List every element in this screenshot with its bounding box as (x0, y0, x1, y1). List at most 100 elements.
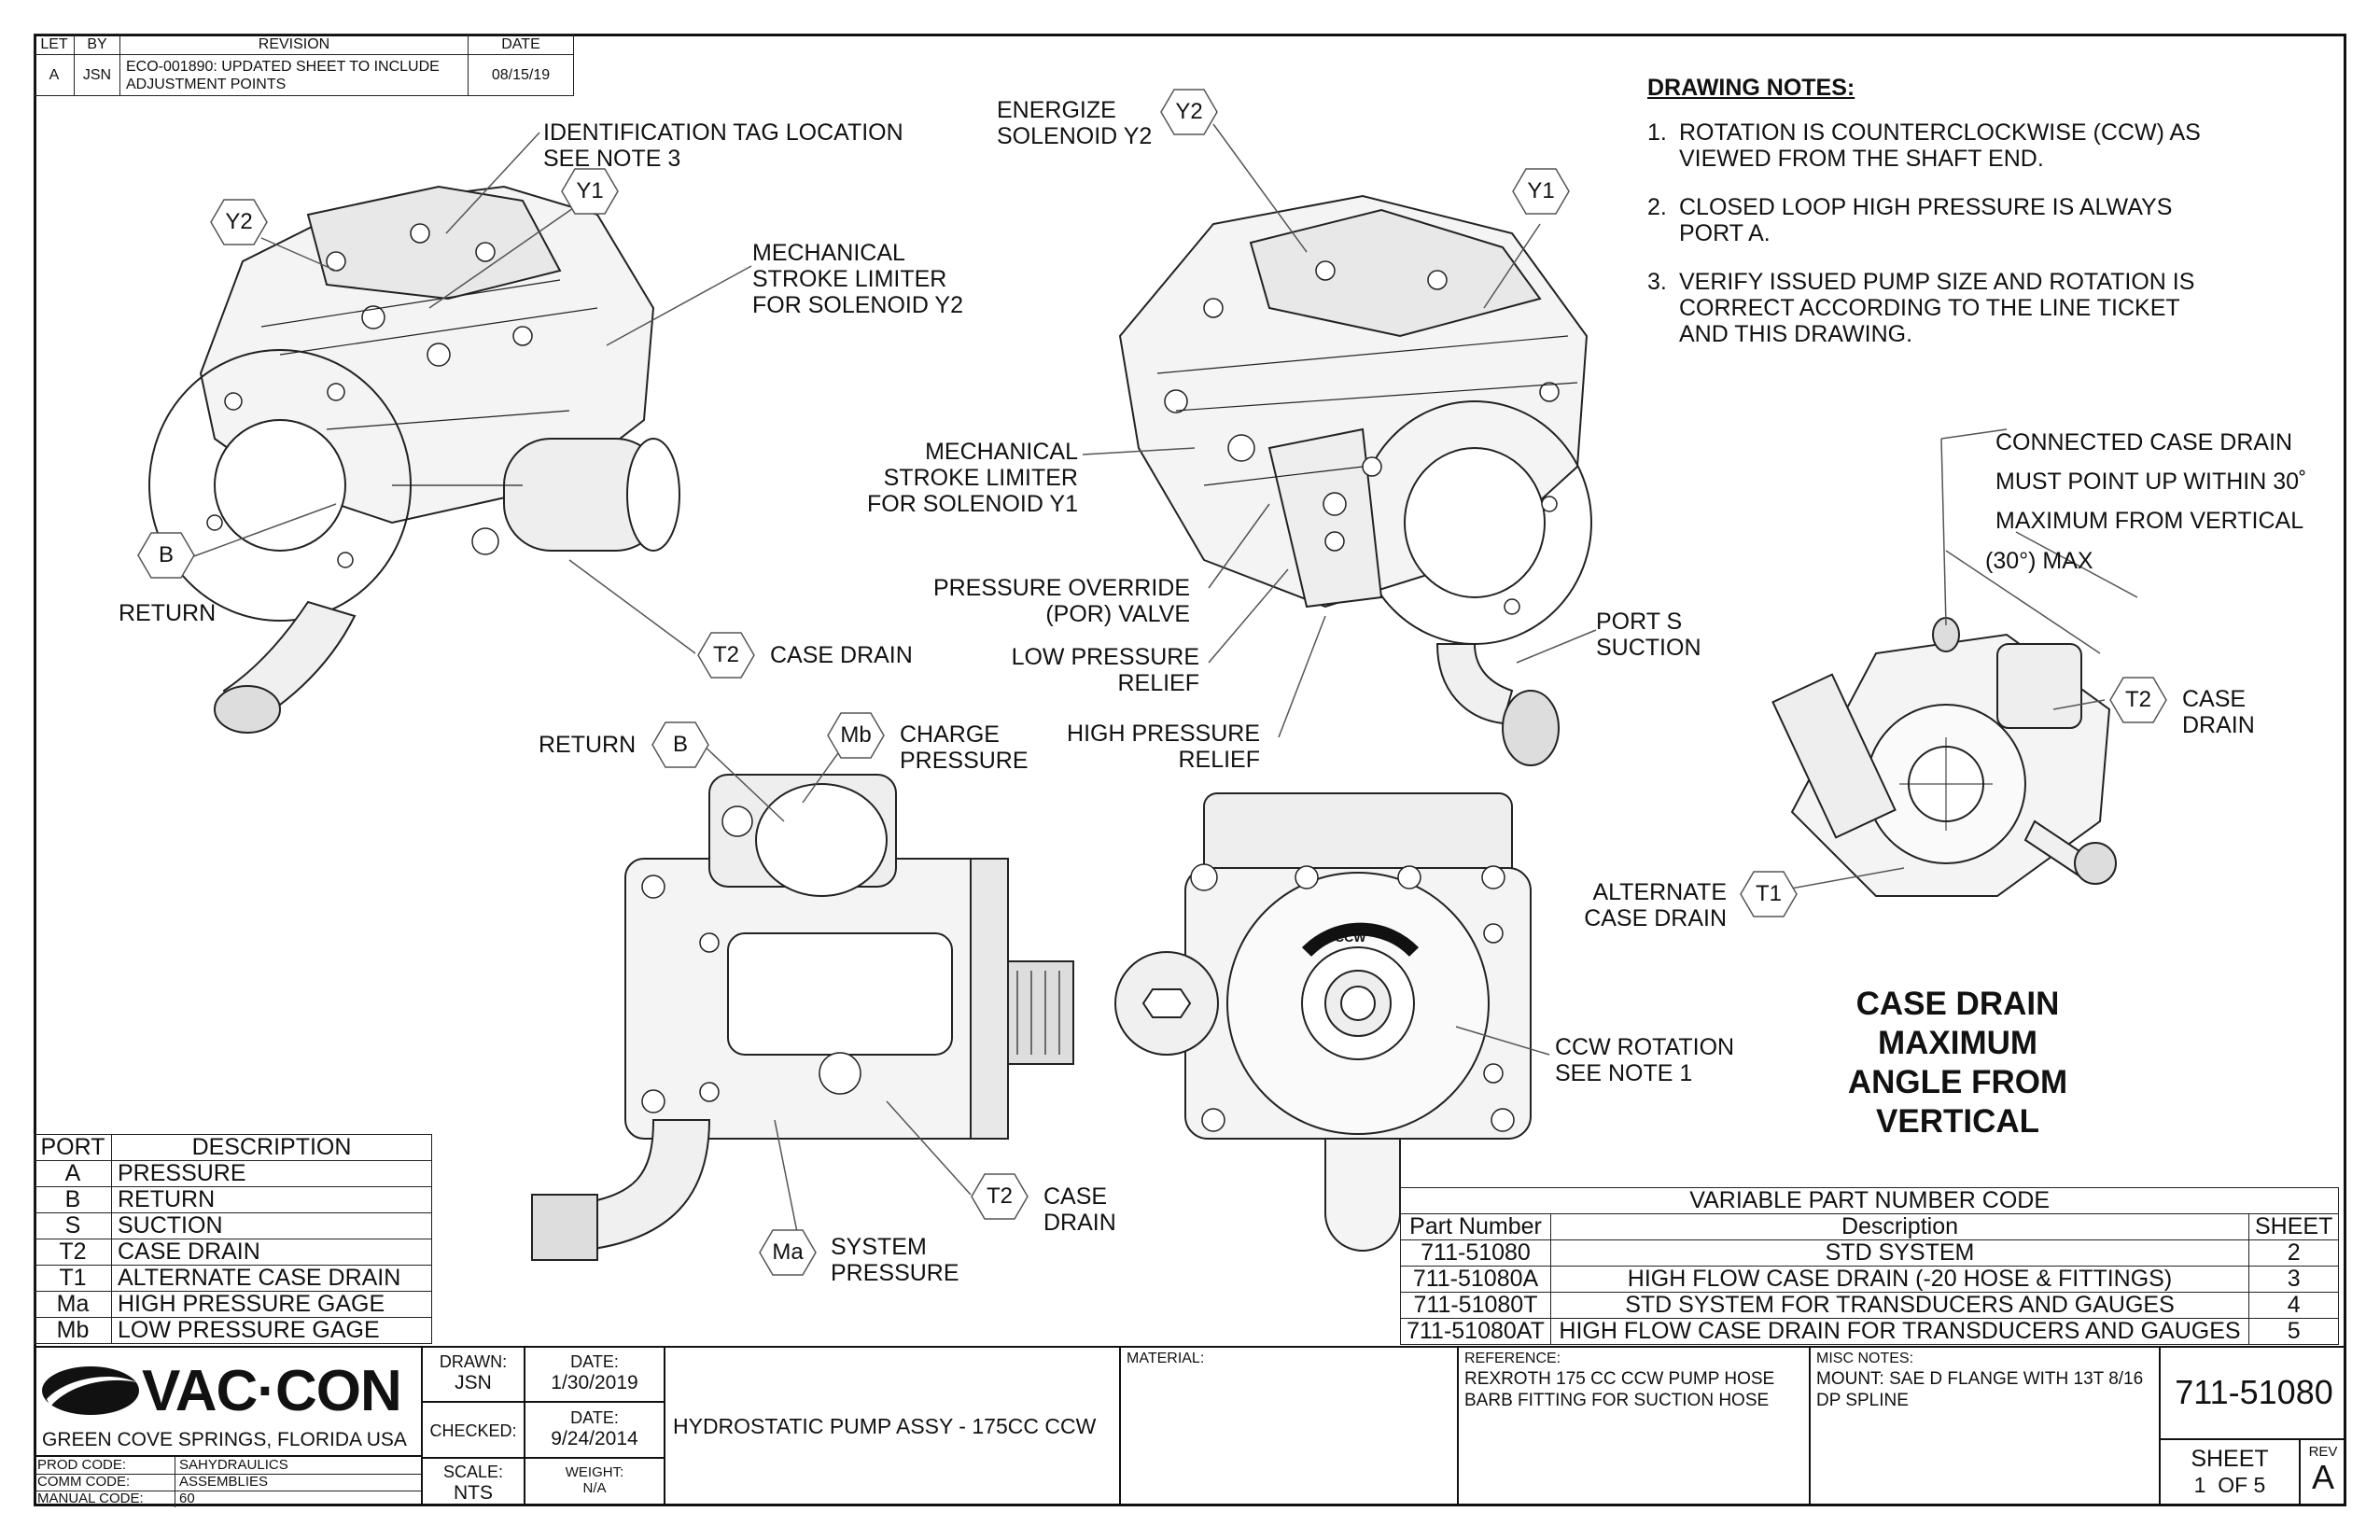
description-header: DESCRIPTION (111, 1134, 432, 1161)
reference-line-1: REXROTH 175 CC CCW PUMP HOSE (1464, 1369, 1775, 1389)
tag-b-left: B (137, 532, 195, 579)
manual-code-label: MANUAL CODE: (37, 1491, 144, 1506)
rev-label: REV (2308, 1444, 2338, 1460)
pump-side-view (531, 774, 1074, 1261)
leader-lines (190, 123, 2138, 1261)
drawn-cell: DRAWN:JSN (422, 1346, 525, 1402)
rev-header-by: BY (74, 34, 120, 55)
scale-value: NTS (454, 1482, 493, 1504)
rev-by: JSN (74, 54, 120, 96)
misc-notes-cell: MISC NOTES: MOUNT: SAE D FLANGE WITH 13T… (1810, 1346, 2160, 1506)
tag-ma: Ma (759, 1229, 817, 1276)
note-text: CLOSED LOOP HIGH PRESSURE IS ALWAYS PORT… (1679, 194, 2173, 246)
tag-y1-left: Y1 (561, 168, 619, 215)
rev-value: A (2311, 1458, 2334, 1496)
sheet-label: SHEET (2191, 1446, 2269, 1472)
tag-t1: T1 (1740, 871, 1798, 917)
pump-front-view (1114, 792, 1532, 1252)
tag-t2-bottom: T2 (971, 1173, 1029, 1220)
tag-t2-left: T2 (697, 632, 755, 679)
port-header: PORT (34, 1134, 112, 1161)
part-number-cell: 711-51080 (2160, 1346, 2346, 1439)
checked-cell: CHECKED: (422, 1402, 525, 1458)
reference-cell: REFERENCE: REXROTH 175 CC CCW PUMP HOSE … (1458, 1346, 1810, 1506)
weight-value: N/A (582, 1480, 607, 1496)
codes-cell: PROD CODE: SAHYDRAULICS COMM CODE: ASSEM… (34, 1456, 423, 1507)
misc-notes-line-2: DP SPLINE (1816, 1391, 1909, 1410)
note-number: 3. (1647, 269, 1667, 295)
reference-line-2: BARB FITTING FOR SUCTION HOSE (1464, 1391, 1770, 1410)
variable-table-title: VARIABLE PART NUMBER CODE (1399, 1187, 2340, 1214)
note-text: ROTATION IS COUNTERCLOCKWISE (CCW) AS VI… (1679, 119, 2201, 172)
note-item: 2. CLOSED LOOP HIGH PRESSURE IS ALWAYS P… (1647, 194, 2245, 246)
comm-code-value: ASSEMBLIES (179, 1474, 269, 1490)
comm-code-label: COMM CODE: (37, 1474, 131, 1490)
prod-code-label: PROD CODE: (37, 1457, 127, 1473)
material-cell: MATERIAL: (1120, 1346, 1458, 1506)
note-item: 1. ROTATION IS COUNTERCLOCKWISE (CCW) AS… (1647, 119, 2245, 172)
misc-notes-line-1: MOUNT: SAE D FLANGE WITH 13T 8/16 (1816, 1369, 2144, 1389)
return-label-bottom: RETURN (539, 732, 637, 758)
part-number: 711-51080 (2175, 1373, 2333, 1411)
company-logo: VAC·CON (142, 1359, 402, 1423)
sheet-cell: SHEET 1 OF 5 (2160, 1439, 2300, 1506)
revision-table: LET BY REVISION DATE A JSN ECO-001890: U… (34, 34, 574, 96)
prod-code-value: SAHYDRAULICS (179, 1457, 288, 1473)
drawing-title: HYDROSTATIC PUMP ASSY - 175CC CCW (673, 1414, 1097, 1438)
rev-cell: REV A (2300, 1439, 2346, 1506)
drawing-notes: DRAWING NOTES: 1. ROTATION IS COUNTERCLO… (1647, 75, 2245, 370)
max-angle-label: (30°) MAX (1985, 548, 2093, 574)
pump-isometric-center (1118, 194, 1592, 766)
tag-t2-right: T2 (2109, 677, 2167, 723)
weight-cell: WEIGHT:N/A (525, 1458, 665, 1506)
drawing-notes-title: DRAWING NOTES: (1647, 75, 1855, 101)
checked-date-cell: DATE:9/24/2014 (525, 1402, 665, 1458)
vaccon-swoosh-icon (42, 1366, 139, 1415)
note-number: 1. (1647, 119, 1667, 146)
note-text: VERIFY ISSUED PUMP SIZE AND ROTATION IS … (1679, 269, 2195, 347)
tag-mb: Mb (827, 712, 885, 759)
variable-part-number-table: VARIABLE PART NUMBER CODE Part Number De… (1399, 1187, 2340, 1345)
pump-tilted-view (1771, 617, 2117, 897)
drawing-title-cell: HYDROSTATIC PUMP ASSY - 175CC CCW (665, 1346, 1120, 1506)
sheet-header: SHEET (2247, 1213, 2340, 1240)
company-location: GREEN COVE SPRINGS, FLORIDA USA (42, 1429, 407, 1450)
tag-y2-center: Y2 (1160, 89, 1218, 135)
manual-code-value: 60 (179, 1491, 195, 1506)
part-number-header: Part Number (1400, 1213, 1551, 1240)
note-item: 3. VERIFY ISSUED PUMP SIZE AND ROTATION … (1647, 269, 2245, 347)
drawn-date: 1/30/2019 (551, 1372, 638, 1393)
drawn-date-cell: DATE:1/30/2019 (525, 1346, 665, 1402)
checked-date: 9/24/2014 (551, 1428, 638, 1449)
ccw-arrow-label: CCW (1335, 930, 1366, 945)
tag-y2-left: Y2 (210, 199, 268, 245)
scale-cell: SCALE:NTS (422, 1458, 525, 1506)
case-drain-label-left: CASE DRAIN (770, 642, 913, 668)
por-valve-label: PRESSURE OVERRIDE(POR) VALVE (932, 575, 1190, 627)
